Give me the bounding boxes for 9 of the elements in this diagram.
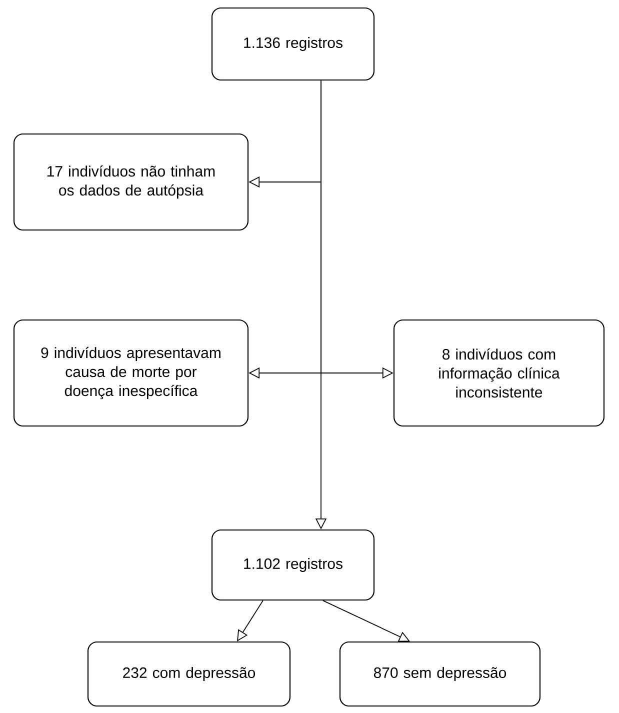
process-box: 9 indivíduos apresentavam causa de morte por doença inespecífica: [13, 319, 249, 427]
process-box: 17 indivíduos não tinham os dados de autópsia: [13, 133, 249, 231]
process-box: 1.136 registros: [211, 7, 375, 81]
process-box: 1.102 registros: [211, 529, 375, 601]
arrow: [322, 600, 410, 642]
process-box: 870 sem depressão: [339, 641, 541, 707]
arrow: [237, 600, 264, 642]
process-box: 8 indivíduos com informação clínica inconsistente: [393, 319, 605, 427]
process-box: 232 com depressão: [87, 641, 291, 707]
